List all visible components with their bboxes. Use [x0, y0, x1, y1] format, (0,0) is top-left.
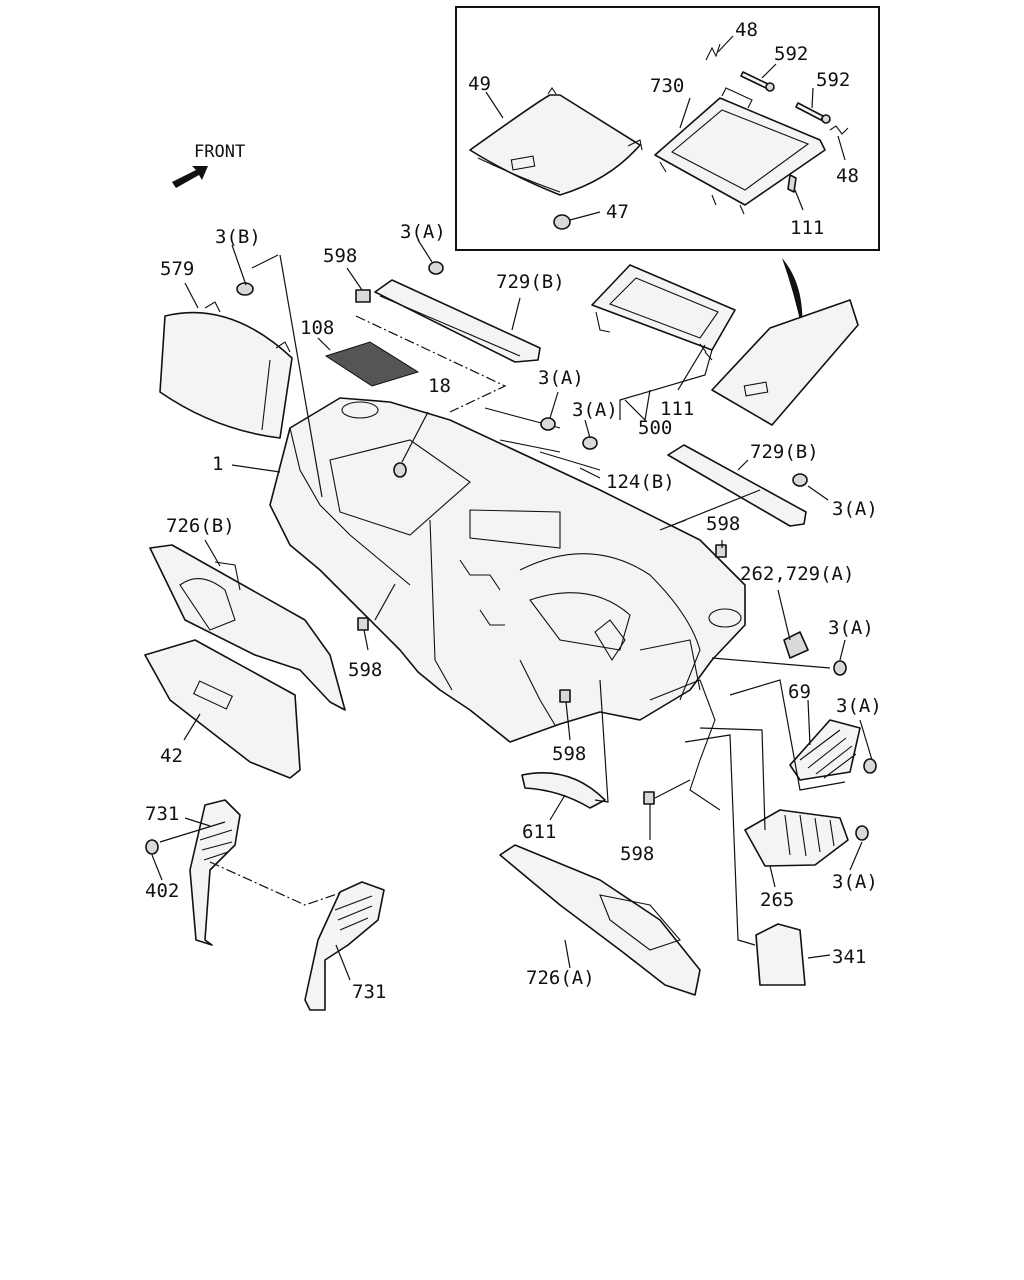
trim-611-drawing — [521, 772, 606, 809]
label-124b: 124(B) — [606, 471, 675, 493]
instrument-panel-1-drawing — [269, 397, 746, 811]
label-592-right: 592 — [816, 69, 850, 91]
glovebox-door-579-drawing — [159, 282, 293, 439]
clips-598-drawing — [357, 544, 727, 805]
lid-49-drawing — [469, 87, 643, 230]
inset-reference-arrow — [782, 258, 803, 330]
label-42: 42 — [160, 745, 183, 767]
label-108: 108 — [300, 317, 334, 339]
label-729b-top: 729(B) — [496, 271, 565, 293]
mesh-108-drawing — [324, 341, 420, 387]
bracket-729b-right-drawing — [667, 444, 808, 527]
front-arrow-icon — [172, 166, 208, 188]
label-1: 1 — [212, 453, 223, 475]
label-3b: 3(B) — [215, 226, 261, 248]
label-598-top: 598 — [323, 245, 357, 267]
label-111: 111 — [660, 398, 694, 420]
glovebox-bin-42-drawing — [144, 639, 301, 779]
label-3a-right4: 3(A) — [832, 871, 878, 893]
cover-341-drawing — [755, 923, 806, 986]
detail-inset-box — [455, 6, 880, 251]
label-729b-right: 729(B) — [750, 441, 819, 463]
harness-124b-drawing — [484, 407, 601, 471]
side-vent-731-upper-drawing — [145, 799, 241, 946]
label-49: 49 — [468, 73, 491, 95]
main-leader-lines — [151, 239, 873, 981]
label-341: 341 — [832, 946, 866, 968]
label-69: 69 — [788, 681, 811, 703]
lower-cover-726b-drawing — [149, 544, 346, 711]
glovebox-500-drawing — [591, 264, 859, 426]
vent-reference-line — [209, 861, 341, 906]
label-592-top: 592 — [774, 43, 808, 65]
label-3a-right2: 3(A) — [828, 617, 874, 639]
label-598-center: 598 — [552, 743, 586, 765]
label-579: 579 — [160, 258, 194, 280]
label-18: 18 — [428, 375, 451, 397]
screws-592-drawing — [705, 43, 849, 135]
label-726b: 726(B) — [166, 515, 235, 537]
label-3a-right3: 3(A) — [836, 695, 882, 717]
label-262-729a: 262,729(A) — [740, 563, 854, 585]
label-3a-top: 3(A) — [400, 221, 446, 243]
inset-leader-lines — [485, 35, 846, 221]
label-48-top: 48 — [735, 19, 758, 41]
label-3a-mid1: 3(A) — [538, 367, 584, 389]
label-500: 500 — [638, 417, 672, 439]
label-731-top: 731 — [145, 803, 179, 825]
side-vent-731-lower-drawing — [304, 881, 385, 1011]
label-402: 402 — [145, 880, 179, 902]
label-48-right: 48 — [836, 165, 859, 187]
vent-265-drawing — [744, 809, 869, 867]
part-labels: FRONT 49 47 48 592 592 730 48 111 3(B) 5… — [145, 19, 882, 1003]
label-47: 47 — [606, 201, 629, 223]
label-111-inset: 111 — [790, 217, 824, 239]
label-265: 265 — [760, 889, 794, 911]
label-598-right: 598 — [706, 513, 740, 535]
label-3a-right1: 3(A) — [832, 498, 878, 520]
label-598-bottom: 598 — [620, 843, 654, 865]
console-panel-726a-drawing — [499, 844, 701, 996]
label-731-bottom: 731 — [352, 981, 386, 1003]
frame-730-drawing — [654, 87, 826, 215]
label-726a: 726(A) — [526, 967, 595, 989]
label-598-left: 598 — [348, 659, 382, 681]
front-label: FRONT — [194, 142, 245, 162]
label-3a-mid2: 3(A) — [572, 399, 618, 421]
label-730: 730 — [650, 75, 684, 97]
label-611: 611 — [522, 821, 556, 843]
reference-line-108 — [355, 315, 507, 413]
bracket-729b-upper-drawing — [355, 261, 541, 363]
